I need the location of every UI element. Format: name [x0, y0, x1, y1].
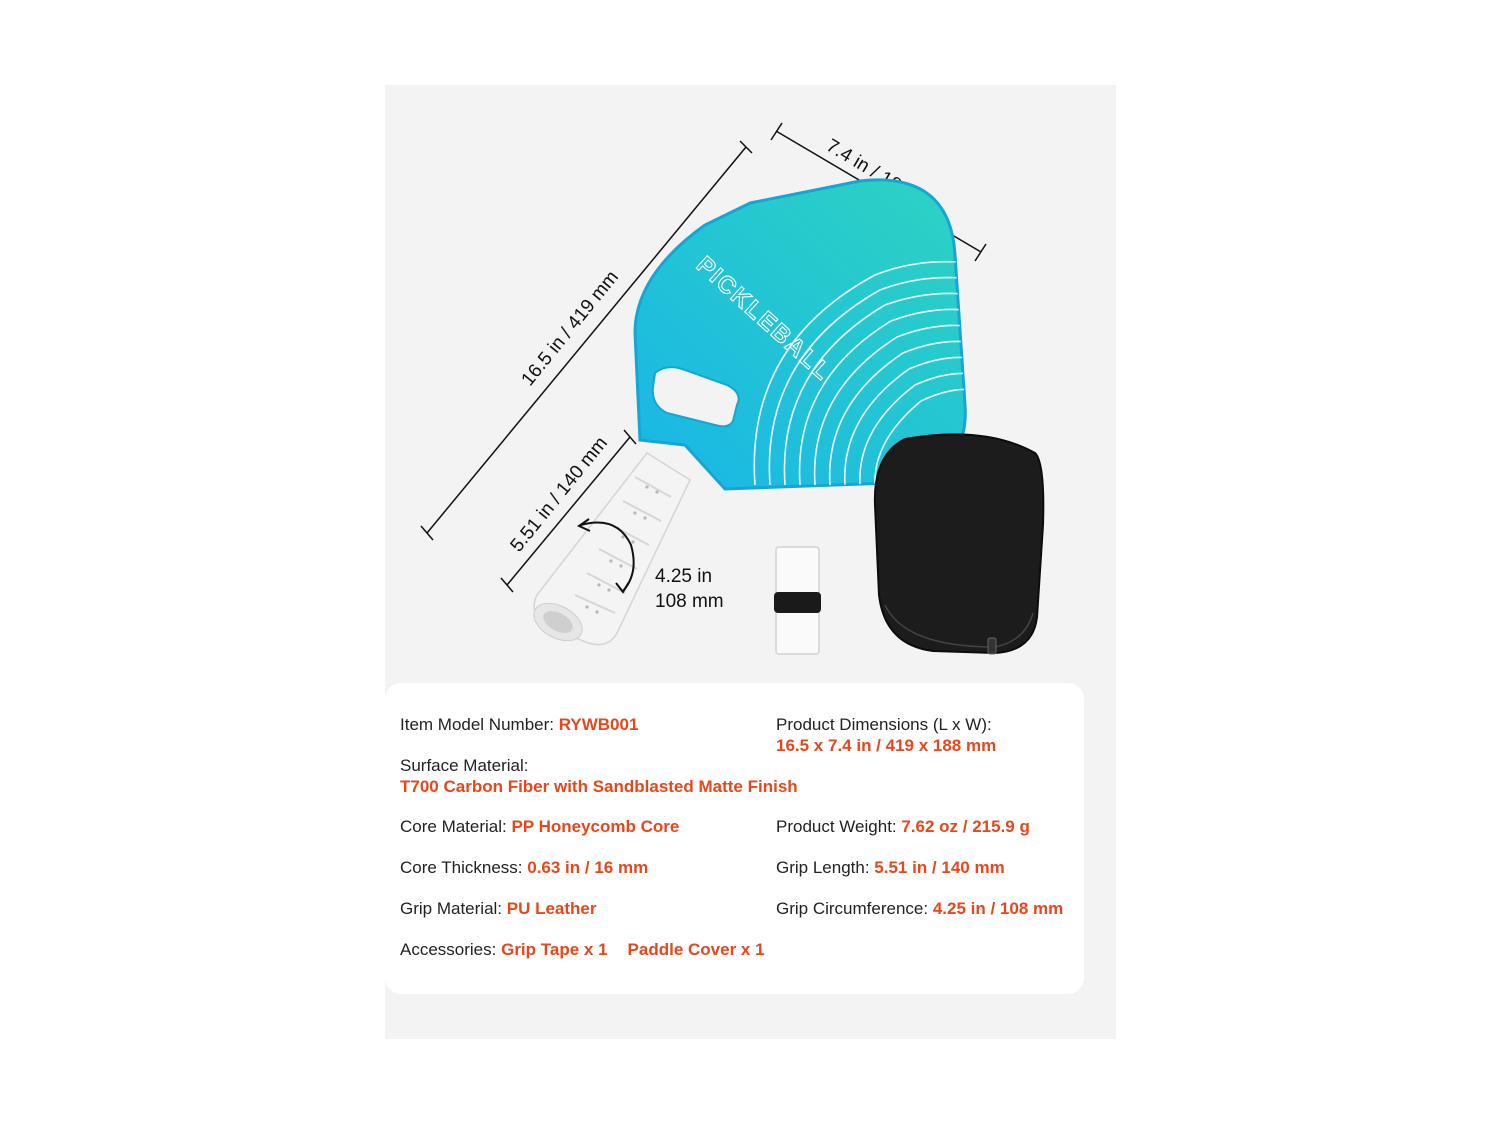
- accessories-row: Accessories: Grip Tape x 1 Paddle Cover x…: [400, 939, 765, 960]
- length-dimension-line: [420, 140, 753, 541]
- weight-row: Product Weight: 7.62 oz / 215.9 g: [776, 816, 1030, 837]
- product-illustration: 16.5 in / 419 mm 7.4 in / 188 mm 5.51 in…: [420, 122, 1045, 655]
- paddle-handle: [533, 452, 691, 646]
- grip-length-dimension-line: [500, 429, 637, 593]
- dimensions-value: 16.5 x 7.4 in / 419 x 188 mm: [776, 736, 997, 755]
- dimensions-row: Product Dimensions (L x W): 16.5 x 7.4 in…: [776, 714, 996, 756]
- length-dimension-label: 16.5 in / 419 mm: [518, 267, 623, 390]
- product-panel: 16.5 in / 419 mm 7.4 in / 188 mm 5.51 in…: [385, 85, 1116, 1039]
- core-material-label: Core Material:: [400, 817, 512, 836]
- core-thickness-label: Core Thickness:: [400, 858, 528, 877]
- specifications-card: Item Model Number: RYWB001 Product Dimen…: [385, 683, 1084, 994]
- grip-length-value: 5.51 in / 140 mm: [874, 858, 1005, 877]
- grip-length-label: Grip Length:: [776, 858, 875, 877]
- grip-circumference-label: Grip Circumference:: [776, 899, 933, 918]
- paddle-cover: [873, 433, 1045, 655]
- accessory-paddle-cover: Paddle Cover x 1: [627, 940, 765, 959]
- model-number-row: Item Model Number: RYWB001: [400, 714, 638, 735]
- weight-value: 7.62 oz / 215.9 g: [901, 817, 1030, 836]
- core-material-row: Core Material: PP Honeycomb Core: [400, 816, 679, 837]
- surface-material-label: Surface Material:: [400, 756, 529, 775]
- grip-material-label: Grip Material:: [400, 899, 507, 918]
- circumference-label-line2: 108 mm: [655, 591, 724, 612]
- dimensions-label: Product Dimensions (L x W):: [776, 715, 992, 734]
- grip-circumference-row: Grip Circumference: 4.25 in / 108 mm: [776, 898, 1063, 919]
- circumference-label-line1: 4.25 in: [655, 566, 712, 587]
- surface-material-row: Surface Material: T700 Carbon Fiber with …: [400, 755, 798, 797]
- accessory-grip-tape: Grip Tape x 1: [501, 940, 608, 959]
- core-thickness-value: 0.63 in / 16 mm: [527, 858, 649, 877]
- accessories-label: Accessories:: [400, 940, 502, 959]
- model-number-label: Item Model Number:: [400, 715, 559, 734]
- grip-length-row: Grip Length: 5.51 in / 140 mm: [776, 857, 1005, 878]
- circumference-arrow: [576, 518, 635, 594]
- grip-material-value: PU Leather: [506, 899, 597, 918]
- model-number-value: RYWB001: [558, 715, 639, 734]
- core-thickness-row: Core Thickness: 0.63 in / 16 mm: [400, 857, 648, 878]
- core-material-value: PP Honeycomb Core: [511, 817, 680, 836]
- grip-circumference-value: 4.25 in / 108 mm: [932, 899, 1064, 918]
- grip-material-row: Grip Material: PU Leather: [400, 898, 597, 919]
- weight-label: Product Weight:: [776, 817, 902, 836]
- surface-material-value: T700 Carbon Fiber with Sandblasted Matte…: [400, 777, 798, 796]
- grip-tape-roll: [774, 546, 821, 655]
- paddle-face: PICKLEBALL: [633, 178, 967, 491]
